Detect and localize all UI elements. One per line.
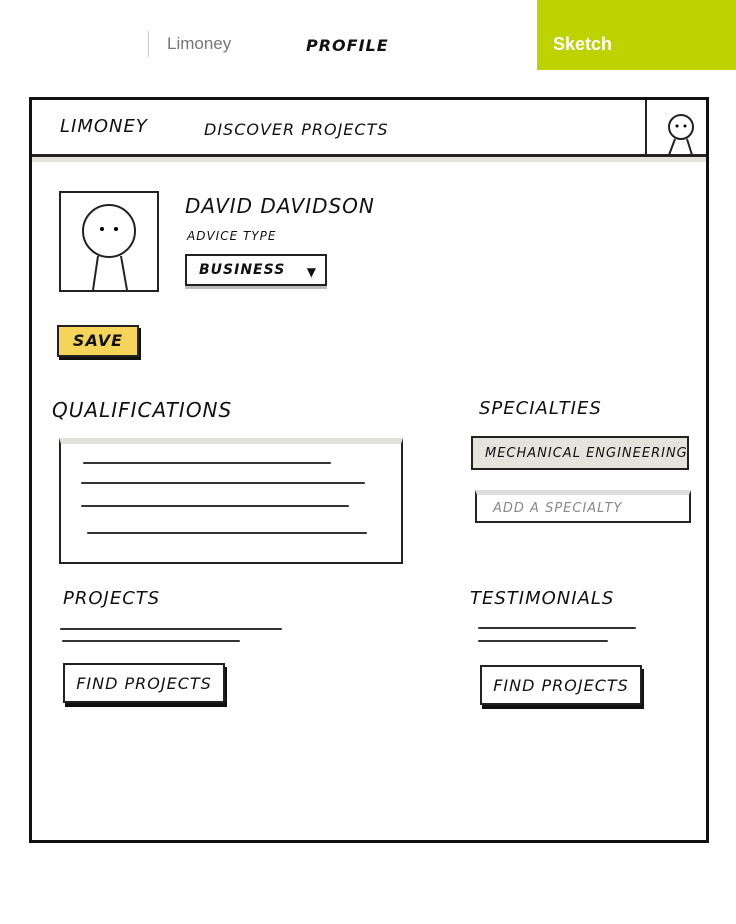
- advice-type-select[interactable]: BUSINESS ▼: [185, 254, 327, 286]
- user-name: DAVID DAVIDSON: [185, 194, 375, 218]
- qualifications-title: QUALIFICATIONS: [52, 398, 233, 422]
- profile-photo[interactable]: [59, 191, 159, 292]
- text-line: [81, 505, 349, 507]
- divider: [148, 31, 149, 57]
- text-line: [87, 532, 367, 534]
- app-name: Limoney: [167, 34, 232, 53]
- advice-type-value: BUSINESS: [199, 262, 286, 278]
- nav-discover-projects[interactable]: DISCOVER PROJECTS: [204, 120, 389, 139]
- text-line: [83, 462, 331, 464]
- avatar-icon: [668, 114, 694, 156]
- caret-down-icon: ▼: [306, 265, 317, 279]
- save-button[interactable]: SAVE: [57, 325, 139, 357]
- advice-type-label: ADVICE TYPE: [187, 229, 277, 243]
- specialty-tag[interactable]: MECHANICAL ENGINEERING: [471, 436, 689, 470]
- text-line: [478, 627, 636, 629]
- qualifications-textarea[interactable]: [59, 438, 403, 564]
- sketch-badge: Sketch: [537, 0, 736, 70]
- avatar-icon: [82, 204, 136, 291]
- specialties-title: SPECIALTIES: [479, 398, 602, 419]
- text-line: [62, 640, 240, 642]
- text-line: [478, 640, 608, 642]
- find-projects-button[interactable]: FIND PROJECTS: [63, 663, 225, 703]
- testimonials-find-projects-button[interactable]: FIND PROJECTS: [480, 665, 642, 705]
- projects-title: PROJECTS: [63, 588, 161, 609]
- user-avatar-button[interactable]: [645, 100, 706, 157]
- text-line: [81, 482, 365, 484]
- text-line: [60, 628, 282, 630]
- nav-logo[interactable]: LIMONEY: [60, 116, 148, 137]
- testimonials-title: TESTIMONIALS: [470, 588, 615, 609]
- navbar: LIMONEY DISCOVER PROJECTS: [32, 100, 706, 157]
- add-specialty-input[interactable]: ADD A SPECIALTY: [475, 490, 691, 523]
- page-name: PROFILE: [306, 36, 389, 55]
- wireframe-window: LIMONEY DISCOVER PROJECTS DAVID DAVIDSON…: [29, 97, 709, 843]
